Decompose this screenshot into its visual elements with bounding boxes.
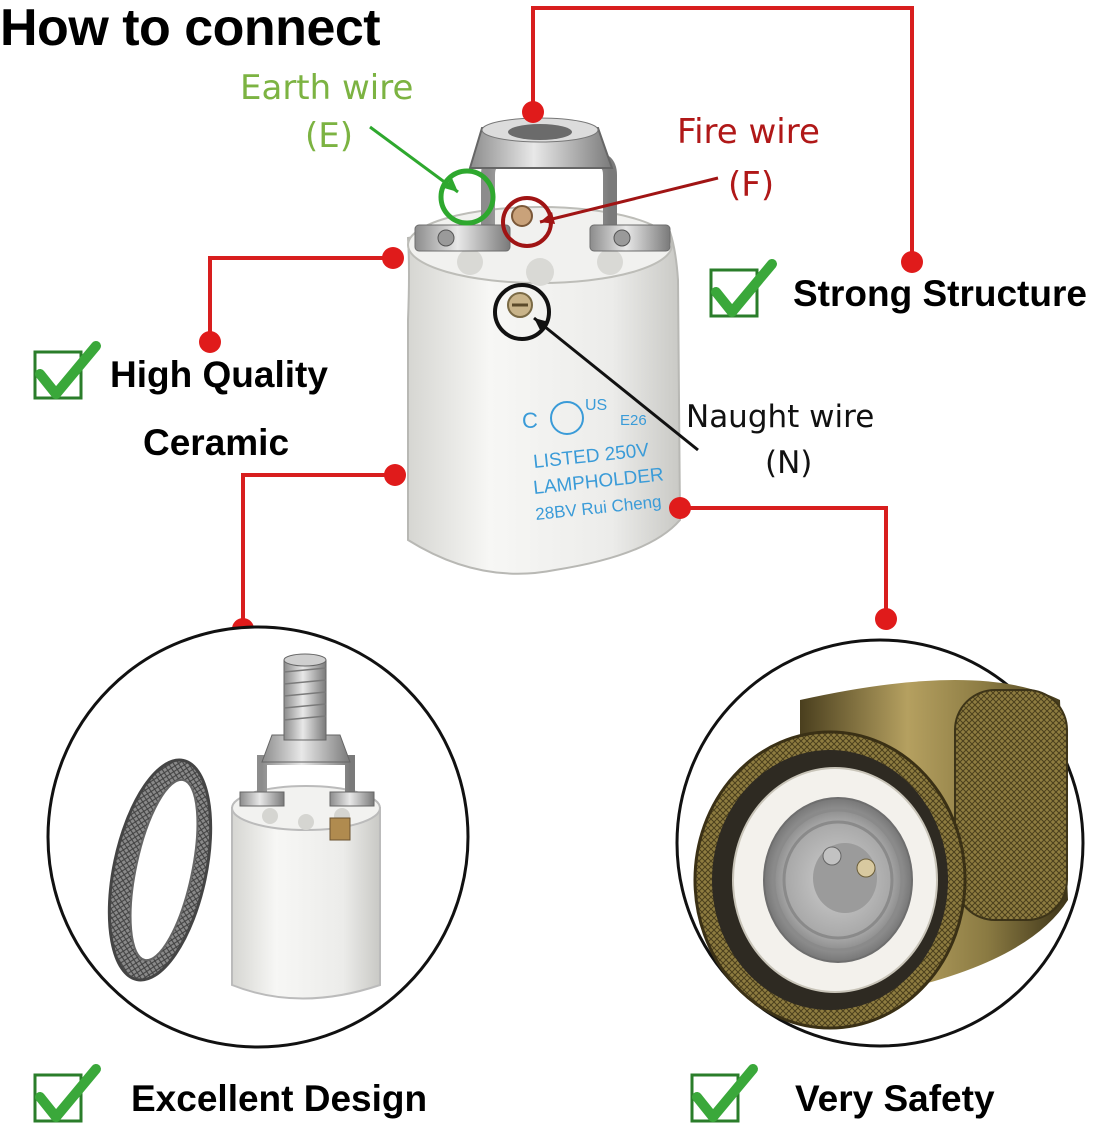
naught-wire-label: Naught wire [686, 399, 875, 435]
naught-wire-code: (N) [765, 445, 813, 481]
fire-wire-code: (F) [728, 165, 775, 205]
earth-wire-callout [369, 125, 496, 226]
feature-ceramic: Ceramic [143, 422, 290, 463]
earth-arrow-icon [444, 178, 458, 192]
feature-excellent-design: Excellent Design [131, 1078, 428, 1119]
earth-wire-code: (E) [305, 116, 354, 156]
naught-terminal-marker [493, 283, 551, 341]
feature-leader-lines [208, 6, 914, 628]
leader-strong-structure [531, 6, 914, 260]
leader-excellent-design [241, 473, 395, 628]
fire-arrow-icon [540, 212, 555, 224]
earth-terminal-marker [438, 168, 496, 226]
excellent-design-photo [46, 625, 470, 1049]
feature-very-safety: Very Safety [795, 1078, 995, 1119]
leader-very-safety [680, 506, 888, 618]
earth-wire-label: Earth wire [240, 68, 414, 108]
check-box-icon [690, 1064, 758, 1123]
very-safety-photo [675, 638, 1085, 1048]
fire-wire-callout [501, 176, 719, 248]
check-box-icon [33, 341, 101, 400]
feature-strong-structure: Strong Structure [793, 273, 1087, 314]
page-title: How to connect [0, 0, 381, 57]
leader-dots [199, 101, 923, 640]
print-c: C [522, 408, 538, 433]
leader-high-quality [208, 256, 393, 342]
feature-high-quality: High Quality [110, 354, 328, 395]
fire-wire-label: Fire wire [677, 112, 820, 152]
naught-wire-callout [493, 283, 699, 452]
check-box-icon [709, 259, 777, 318]
print-e26: E26 [620, 412, 647, 429]
ul-logo-icon [550, 401, 584, 435]
check-box-icon [33, 1064, 101, 1123]
main-socket-illustration: C US E26 LISTED 250V LAMPHOLDER 28BV Rui… [406, 117, 682, 575]
naught-arrow-icon [534, 318, 549, 332]
print-us: US [585, 397, 607, 414]
